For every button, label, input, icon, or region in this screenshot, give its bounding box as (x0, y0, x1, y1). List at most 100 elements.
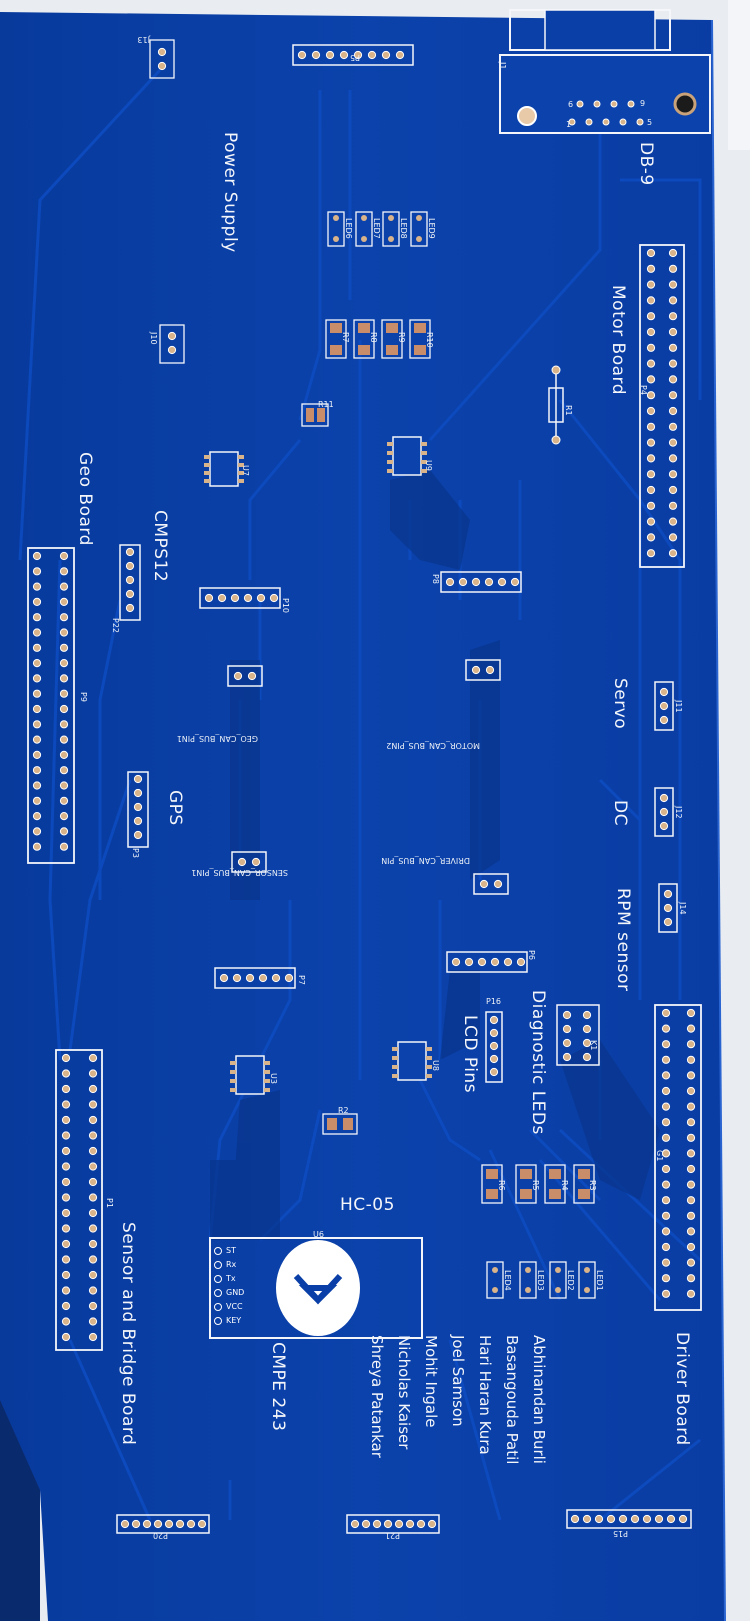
pad-k1 (562, 1038, 572, 1048)
pad-p9 (59, 659, 69, 668)
pad-p1 (88, 1286, 98, 1295)
pad-j11 (659, 701, 669, 711)
pad-p1 (88, 1332, 98, 1342)
pad-j14 (663, 917, 673, 927)
pad-p4 (646, 438, 656, 447)
label-lcd-pins: LCD Pins (460, 1015, 480, 1094)
pad-p9 (59, 720, 69, 729)
pad-p1 (61, 1131, 71, 1140)
pad-sensor-can (251, 857, 261, 867)
refdes-p16: P16 (486, 997, 502, 1006)
pad-p1 (61, 1317, 71, 1326)
pad-p9 (59, 613, 69, 622)
header-p4 (639, 244, 685, 568)
resistors-r3-r6 (481, 1164, 595, 1204)
pad-g1 (686, 1118, 696, 1127)
refdes-u6: U6 (313, 1230, 324, 1239)
pad-p4 (646, 327, 656, 337)
pad-p4 (646, 549, 656, 558)
pad-p15 (618, 1514, 628, 1524)
pad-p9 (32, 750, 42, 760)
pad-p1 (61, 1193, 71, 1202)
pad-p21 (405, 1519, 415, 1529)
led-pins-top (333, 215, 422, 242)
pad-g1 (686, 1055, 696, 1064)
pad-p9 (59, 827, 69, 836)
bt-pin: Tx (214, 1272, 244, 1286)
pad-g1 (661, 1164, 671, 1174)
refdes-p4: P4 (639, 385, 648, 395)
pad-k1 (562, 1010, 572, 1020)
pad-p15 (594, 1514, 604, 1524)
pad-p21 (416, 1519, 426, 1529)
refdes-j1: J1 (498, 62, 507, 70)
pad-g1 (686, 1071, 696, 1080)
db9-pin1-label: 1 (566, 120, 572, 129)
pad-j13 (157, 61, 167, 71)
pad-p21 (427, 1519, 437, 1529)
refdes-led9: LED9 (427, 218, 436, 239)
bt-pin: Rx (214, 1258, 244, 1272)
pad-g1 (686, 1086, 696, 1096)
pad-p10 (269, 593, 279, 603)
pad-g1 (661, 1211, 671, 1220)
pad-p4 (668, 296, 678, 305)
pad-p4 (646, 501, 656, 510)
pad-p7 (258, 973, 268, 983)
team-member: Nicholas Kaiser (395, 1335, 413, 1450)
pad-p22 (125, 603, 135, 613)
pad-p4 (646, 312, 656, 321)
pad-p9 (32, 766, 42, 775)
pad-p8 (445, 577, 455, 587)
team-member: Mohit Ingale (422, 1335, 440, 1428)
refdes-p21: P21 (384, 1531, 400, 1540)
label-hc05: HC-05 (340, 1195, 395, 1215)
pad-p16 (489, 1067, 499, 1077)
refdes-j14: J14 (678, 902, 687, 915)
pad-p5 (367, 50, 377, 60)
header-p5 (292, 44, 414, 66)
bt-pin: GND (214, 1286, 244, 1300)
refdes-u7: U7 (241, 465, 250, 476)
label-cmpe-243: CMPE 243 (268, 1342, 288, 1432)
pad-p4 (668, 248, 678, 258)
copper-pours (210, 470, 660, 1240)
refdes-r2: R2 (338, 1106, 349, 1115)
header-pins (32, 47, 696, 1529)
pad-p9 (32, 597, 42, 607)
team-member: Hari Haran Kura (476, 1335, 494, 1455)
pad-p22 (125, 589, 135, 599)
pad-p1 (88, 1239, 98, 1249)
pad-p4 (668, 280, 678, 289)
pad-p4 (668, 533, 678, 542)
led-group-top (325, 211, 431, 359)
pad-p22 (125, 561, 135, 571)
pad-g1 (686, 1227, 696, 1236)
pad-k1 (562, 1024, 572, 1034)
pad-p4 (668, 485, 678, 495)
pad-p9 (59, 643, 69, 652)
pad-p9 (32, 781, 42, 790)
pad-p20 (197, 1519, 207, 1529)
pad-p10 (243, 593, 253, 603)
pad-p4 (668, 264, 678, 273)
pad-g1 (686, 1024, 696, 1033)
pad-p4 (668, 391, 678, 400)
pad-p4 (668, 343, 678, 352)
pad-p4 (646, 470, 656, 479)
db9-pin5-label: 5 (647, 118, 653, 127)
pad-j10 (167, 345, 177, 355)
pad-p1 (88, 1255, 98, 1264)
refdes-p15: P15 (612, 1529, 628, 1538)
pad-p15 (570, 1514, 580, 1524)
pad-p9 (59, 597, 69, 607)
pad-p9 (32, 674, 42, 683)
pad-p1 (88, 1224, 98, 1233)
pad-p15 (678, 1514, 688, 1524)
pad-j12 (659, 821, 669, 831)
pad-g1 (686, 1040, 696, 1049)
pad-p9 (32, 735, 42, 744)
pad-p21 (350, 1519, 360, 1529)
pad-g1 (661, 1149, 671, 1158)
pad-g1 (686, 1211, 696, 1220)
